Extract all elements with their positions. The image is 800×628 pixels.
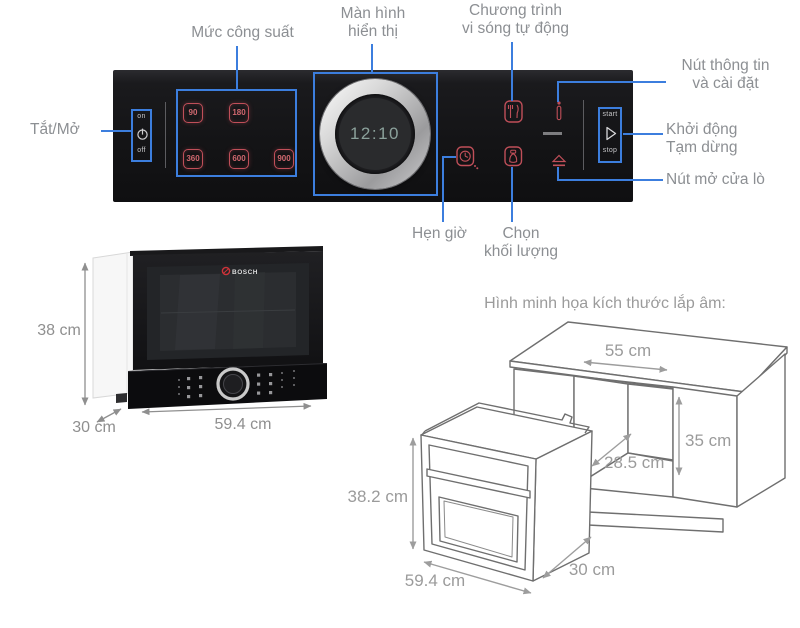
display-highlight-box — [313, 72, 438, 196]
info-callout-line-h — [557, 81, 666, 83]
microwave-control-strip — [127, 363, 328, 409]
dash-divider — [543, 132, 562, 135]
microwave-dimension-arrows — [81, 262, 312, 423]
timer-callout-line-h — [442, 156, 456, 158]
clock-display: 12:10 — [339, 98, 411, 170]
microwave-dimension-labels: 38 cm 30 cm 59.4 cm — [37, 322, 271, 436]
label-timer: Hẹn giờ — [412, 225, 467, 242]
label-display: Màn hình hiển thị — [340, 5, 406, 40]
stop-label: stop — [602, 147, 618, 154]
play-icon — [606, 126, 617, 141]
weight-icon — [504, 146, 523, 167]
label-start-pause: Khởi động Tạm dừng — [666, 121, 738, 156]
installation-drawing: 55 cm 35 cm 28.5 cm 38.2 cm 59.4 cm 30 c… — [348, 321, 788, 595]
panel-divider-right — [583, 100, 584, 170]
oven-width-label: 59.4 cm — [405, 571, 465, 590]
panel-divider-left — [165, 102, 166, 168]
on-label: on — [137, 113, 146, 120]
top-width-label: 55 cm — [605, 341, 651, 360]
microwave-product-image: BOSCH — [37, 246, 328, 436]
info-callout-line-v — [557, 81, 559, 102]
door-callout-line-h — [557, 179, 663, 181]
start-label: start — [602, 111, 618, 118]
power-highlight-box — [176, 89, 297, 177]
label-info-settings: Nút thông tin và cài đặt — [681, 57, 770, 92]
off-label: off — [137, 147, 146, 154]
bosch-logo: BOSCH — [221, 266, 258, 276]
installation-title: Hình minh họa kích thước lắp âm: — [484, 295, 726, 312]
auto-program-icon — [504, 100, 523, 123]
power-360-button: 360 — [183, 149, 203, 169]
display-callout-line — [371, 44, 373, 72]
label-onoff: Tắt/Mở — [30, 121, 80, 138]
depth-dim-label: 30 cm — [72, 419, 116, 436]
start-callout-line — [623, 133, 663, 135]
label-weight: Chọn khối lượng — [484, 225, 558, 260]
power-icon — [137, 128, 148, 140]
bosch-wordmark: BOSCH — [232, 269, 258, 276]
microwave-front: BOSCH — [127, 246, 328, 409]
door-callout-line-v — [557, 167, 559, 181]
info-icon — [556, 101, 562, 121]
oven-height-label: 38.2 cm — [348, 487, 408, 506]
knob-inner-ring: 12:10 — [335, 94, 415, 174]
microwave-knob — [216, 367, 250, 401]
power-900-button: 900 — [274, 149, 294, 169]
startstop-highlight-box — [598, 107, 622, 163]
microwave-side-cabinet — [92, 251, 134, 403]
oven-depth-label: 30 cm — [569, 560, 615, 579]
label-power-levels: Mức công suất — [191, 24, 294, 41]
niche-height-label: 35 cm — [685, 431, 731, 450]
auto-callout-line — [511, 42, 513, 101]
label-auto-program: Chương trình vi sóng tự động — [462, 2, 569, 37]
height-dim-label: 38 cm — [37, 322, 81, 339]
door-open-icon — [551, 154, 567, 167]
onoff-highlight-box — [131, 109, 152, 162]
oven-drawing — [420, 402, 593, 582]
niche-depth-label: 28.5 cm — [604, 453, 664, 472]
strip-buttons — [178, 370, 295, 399]
width-dim-label: 59.4 cm — [215, 416, 272, 433]
installation-dimension-labels: 55 cm 35 cm 28.5 cm 38.2 cm 59.4 cm 30 c… — [348, 341, 732, 590]
power-600-button: 600 — [229, 149, 249, 169]
onoff-callout-line — [101, 130, 131, 132]
label-door-open: Nút mở cửa lò — [666, 171, 765, 188]
installation-dimension-arrows — [409, 359, 683, 595]
power-180-button: 180 — [229, 103, 249, 123]
rotary-knob: 12:10 — [320, 79, 430, 189]
weight-callout-line — [511, 167, 513, 222]
power-callout-line — [236, 46, 238, 89]
power-90-button: 90 — [183, 103, 203, 123]
timer-callout-line-v — [442, 156, 444, 222]
timer-icon — [456, 146, 479, 170]
